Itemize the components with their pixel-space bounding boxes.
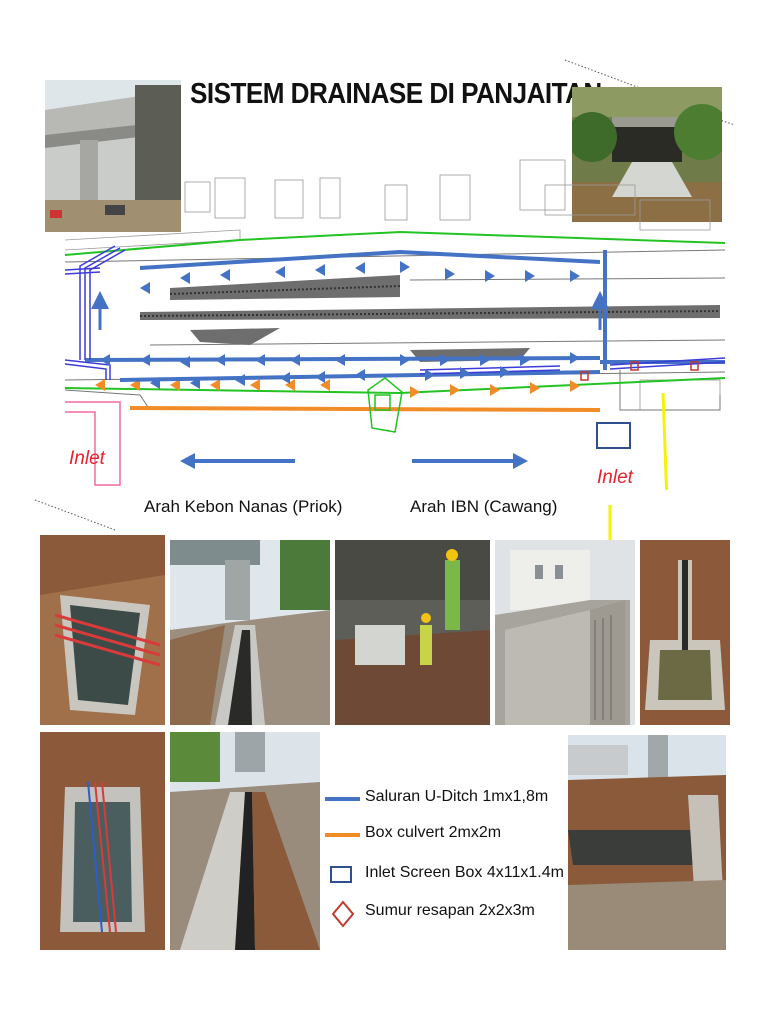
drainage-map [64,159,726,490]
flyover-photo [45,80,181,232]
outlet-photo [572,87,722,222]
screen-box-photo [495,540,635,725]
culvert-photo [568,735,726,950]
inlet-label-left: Inlet [69,448,105,469]
blue-line-icon [325,797,360,801]
ditch-photo-3 [640,540,730,725]
legend-item-u-ditch: Saluran U-Ditch 1mx1,8m [365,788,549,805]
direction-label-right: Arah IBN (Cawang) [410,497,558,516]
legend-item-inlet-screen-box: Inlet Screen Box 4x11x1.4m [365,864,564,881]
diamond-icon [331,900,355,928]
ditch-photo-5 [170,732,320,950]
legend-item-sumur-resapan: Sumur resapan 2x2x3m [365,902,535,919]
legend-item-box-culvert: Box culvert 2mx2m [365,824,502,841]
square-icon [330,866,352,883]
orange-line-icon [325,833,360,837]
ditch-photo-1 [40,535,165,725]
page-title: SISTEM DRAINASE DI PANJAITAN [190,78,602,110]
legend: Saluran U-Ditch 1mx1,8m Box culvert 2mx2… [325,788,565,938]
inlet-label-right: Inlet [597,467,633,488]
worker-photo [335,540,490,725]
ditch-photo-4 [40,732,165,950]
direction-label-left: Arah Kebon Nanas (Priok) [144,497,343,516]
ditch-photo-2 [170,540,330,725]
